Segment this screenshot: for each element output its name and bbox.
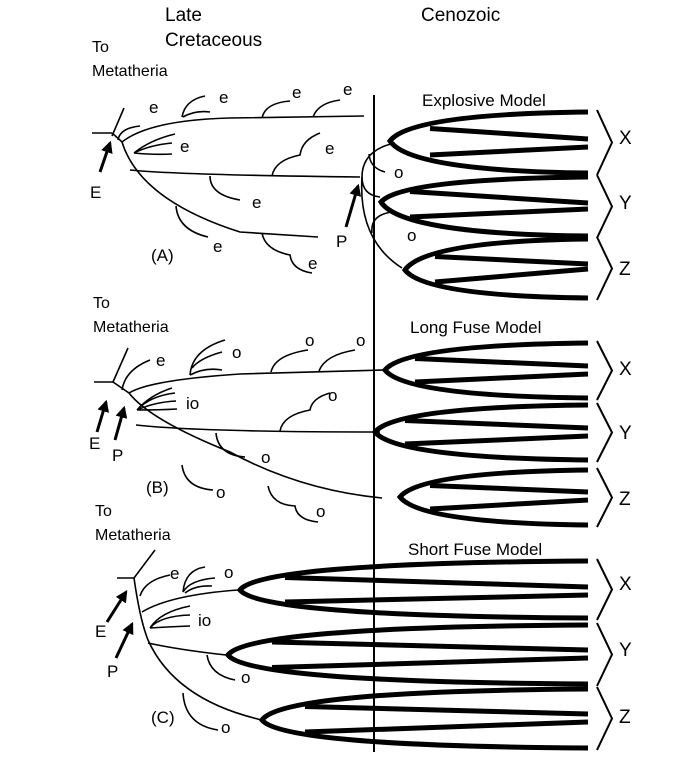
header-cenozoic: Cenozoic bbox=[421, 5, 501, 26]
radiation-inner bbox=[429, 144, 589, 158]
metatheria-label-c: Metatheria bbox=[95, 527, 171, 544]
arrow-label-e-c: E bbox=[95, 622, 107, 641]
clade-y-a: Y bbox=[619, 193, 632, 214]
clade-bracket bbox=[596, 467, 614, 528]
radiation-inner bbox=[409, 189, 589, 206]
radiation-inner bbox=[271, 655, 589, 670]
clade-z-a: Z bbox=[619, 259, 631, 280]
branch-label: e bbox=[292, 83, 302, 102]
branch-label: o bbox=[221, 718, 231, 737]
branch-label: e bbox=[213, 237, 223, 256]
radiation-inner bbox=[414, 356, 589, 369]
branch-label: e bbox=[343, 80, 353, 99]
radiation-outer bbox=[381, 340, 589, 401]
arrow-label-p-c: P bbox=[107, 662, 119, 681]
radiation-inner bbox=[414, 371, 589, 385]
radiation-inner bbox=[404, 433, 589, 447]
model-title-c: Short Fuse Model bbox=[408, 540, 543, 559]
radiation-inner bbox=[429, 126, 589, 142]
clade-bracket bbox=[596, 109, 614, 176]
panel-a bbox=[92, 95, 403, 274]
branch-label: o bbox=[394, 163, 404, 182]
branch-label: o bbox=[224, 563, 234, 582]
clade-x-b: X bbox=[619, 359, 632, 380]
metatheria-branch bbox=[111, 107, 125, 137]
lineage-y bbox=[129, 169, 361, 178]
radiation-inner bbox=[304, 719, 589, 735]
radiation-outer bbox=[371, 402, 589, 463]
to-label-b: To bbox=[93, 295, 110, 312]
radiation-inner bbox=[284, 592, 589, 605]
header-late: Late bbox=[165, 5, 202, 26]
clade-bracket bbox=[596, 402, 614, 463]
clade-bracket bbox=[596, 174, 614, 239]
radiation-outer bbox=[377, 174, 589, 239]
branch-label: o bbox=[216, 483, 226, 502]
branch-label: o bbox=[261, 448, 271, 467]
radiation-inner bbox=[404, 418, 589, 431]
clade-y-b: Y bbox=[619, 423, 632, 444]
branch-label: o bbox=[241, 668, 251, 687]
radiation-inner bbox=[434, 266, 589, 285]
arrow-label-e-b: E bbox=[89, 434, 101, 453]
model-title-a: Explosive Model bbox=[422, 91, 546, 110]
clade-z-b: Z bbox=[619, 489, 631, 510]
clade-bracket bbox=[596, 558, 614, 621]
panel-c bbox=[117, 549, 263, 731]
branch-label: e bbox=[180, 137, 190, 156]
radiation-outer bbox=[396, 467, 589, 528]
panel-label-c: (C) bbox=[151, 708, 175, 727]
radiation-inner bbox=[434, 254, 589, 267]
branch-label: o bbox=[232, 343, 242, 362]
clade-z-c: Z bbox=[619, 707, 631, 728]
clade-bracket bbox=[596, 236, 614, 301]
metatheria-label-a: Metatheria bbox=[92, 63, 168, 80]
panel-label-b: (B) bbox=[146, 478, 169, 497]
clade-bracket bbox=[596, 622, 614, 687]
radiation-outer bbox=[236, 558, 589, 621]
clade-x-a: X bbox=[619, 128, 632, 149]
panel-label-a: (A) bbox=[151, 246, 174, 265]
arrow-label-p-a: P bbox=[336, 232, 348, 251]
branch-label: o bbox=[328, 386, 338, 405]
branch-label: o bbox=[316, 502, 326, 521]
branch-label: e bbox=[325, 139, 335, 158]
clade-x-c: X bbox=[619, 574, 632, 595]
branch-label: e bbox=[252, 193, 262, 212]
radiation-inner bbox=[284, 575, 589, 590]
radiation-outer bbox=[386, 109, 589, 176]
model-title-b: Long Fuse Model bbox=[410, 318, 542, 337]
radiation-inner bbox=[304, 704, 589, 717]
radiation-inner bbox=[429, 497, 589, 512]
branch-label: e bbox=[219, 88, 229, 107]
branch-label: o bbox=[356, 331, 366, 350]
radiation-inner bbox=[271, 639, 589, 653]
header-cretaceous: Cretaceous bbox=[165, 30, 263, 51]
branch-label: io bbox=[198, 611, 212, 630]
branch-label: e bbox=[308, 254, 318, 273]
branch-label: e bbox=[149, 98, 159, 117]
branch-label: o bbox=[407, 226, 417, 245]
to-label-c: To bbox=[95, 503, 112, 520]
radiation-inner bbox=[409, 206, 589, 220]
backbone bbox=[111, 132, 319, 238]
branch-label: e bbox=[170, 564, 180, 583]
to-label-a: To bbox=[92, 39, 109, 56]
branch-label: o bbox=[305, 331, 315, 350]
lineage-x bbox=[121, 115, 365, 143]
clade-bracket bbox=[596, 686, 614, 751]
clade-y-c: Y bbox=[619, 640, 632, 661]
branch-label: e bbox=[156, 351, 166, 370]
arrow-label-p-b: P bbox=[112, 446, 124, 465]
radiation-outer bbox=[401, 236, 589, 301]
radiation-outer bbox=[258, 686, 589, 751]
branch-label: io bbox=[186, 394, 200, 413]
clade-bracket bbox=[596, 340, 614, 401]
arrow-label-e-a: E bbox=[90, 183, 102, 202]
panel-b bbox=[94, 339, 384, 523]
radiation-inner bbox=[429, 483, 589, 495]
radiation-outer bbox=[224, 622, 589, 687]
metatheria-label-b: Metatheria bbox=[93, 319, 169, 336]
